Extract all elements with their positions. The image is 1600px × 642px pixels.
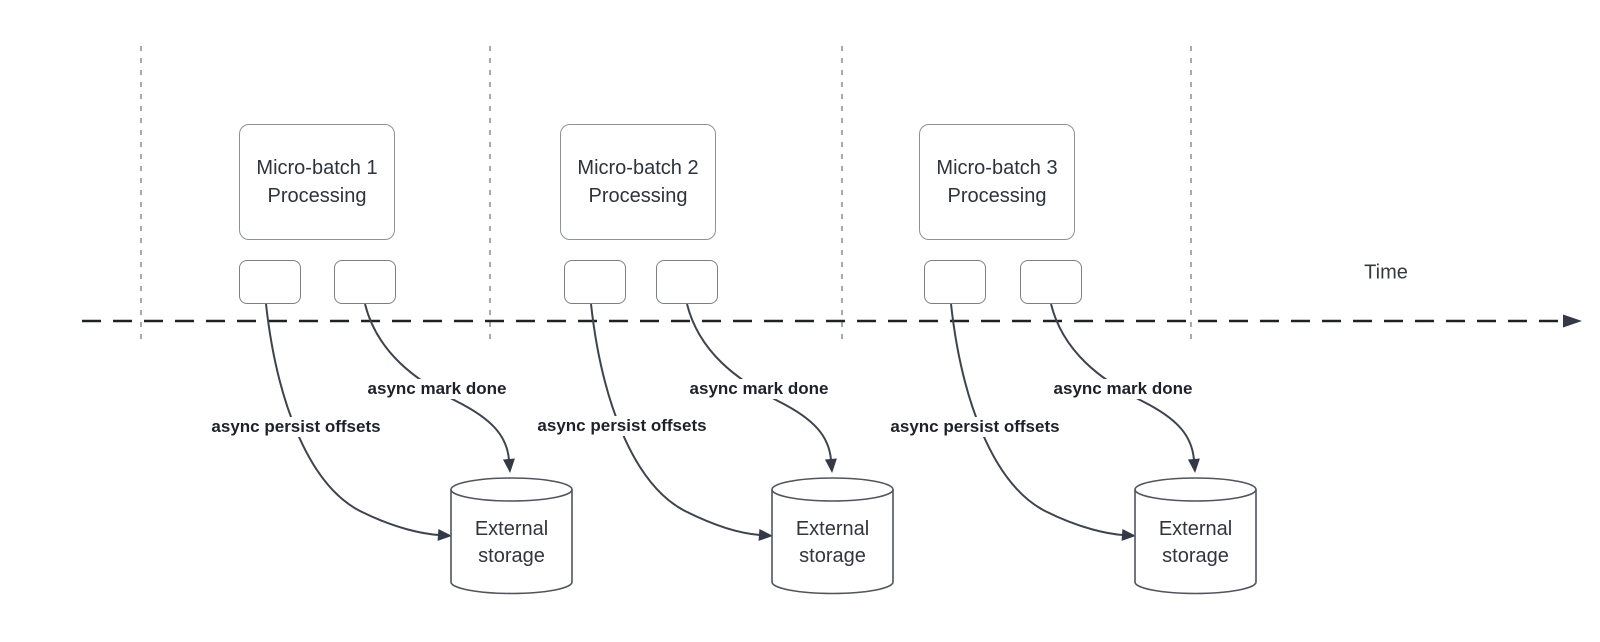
- cylinder-2-top: [771, 477, 894, 502]
- external-storage-label-1: External storage: [452, 516, 572, 570]
- external-storage-label-1-line1: External: [474, 518, 549, 540]
- micro-batch-2-box: Micro-batch 2 Processing: [560, 124, 716, 240]
- batch-3-done-task-box: [1020, 260, 1082, 304]
- persist-offsets-arrow-2: [590, 303, 773, 541]
- micro-batch-3-label-line1: Micro-batch 3: [936, 157, 1058, 179]
- external-storage-label-1-line2: storage: [478, 545, 545, 567]
- mark-done-arrow-2: [686, 303, 837, 473]
- batch-1-done-task-box: [334, 260, 396, 304]
- batch-1-persist-task-box: [239, 260, 301, 304]
- external-storage-cylinder-2: [771, 477, 894, 595]
- external-storage-label-2-line2: storage: [799, 545, 866, 567]
- persist-offsets-arrow-3: [950, 303, 1136, 541]
- micro-batch-3-label-line2: Processing: [947, 185, 1047, 207]
- cylinder-3-body: [1134, 489, 1257, 595]
- cylinder-2-body: [771, 489, 894, 595]
- time-axis-label: Time: [1364, 261, 1408, 284]
- external-storage-label-3-line2: storage: [1162, 545, 1229, 567]
- micro-batch-1-label-line2: Processing: [267, 185, 367, 207]
- time-axis-arrowhead-icon: [1563, 314, 1582, 328]
- external-storage-cylinder-1: [450, 477, 573, 595]
- persist-offsets-label-3: async persist offsets: [888, 417, 1062, 437]
- micro-batch-2-label-line2: Processing: [588, 185, 688, 207]
- micro-batch-3-box: Micro-batch 3 Processing: [919, 124, 1075, 240]
- mark-done-arrow-1: [364, 303, 515, 473]
- batch-2-persist-task-box: [564, 260, 626, 304]
- micro-batch-1-box: Micro-batch 1 Processing: [239, 124, 395, 240]
- persist-offsets-label-2: async persist offsets: [535, 416, 709, 436]
- persist-offsets-label-1: async persist offsets: [209, 417, 383, 437]
- mark-done-label-1: async mark done: [365, 379, 509, 399]
- mark-done-label-2: async mark done: [687, 379, 831, 399]
- external-storage-cylinder-3: [1134, 477, 1257, 595]
- cylinder-1-body: [450, 489, 573, 595]
- mark-done-arrow-3: [1050, 303, 1200, 473]
- micro-batch-2-label-line1: Micro-batch 2: [577, 157, 699, 179]
- micro-batch-1-label-line1: Micro-batch 1: [256, 157, 378, 179]
- batch-3-persist-task-box: [924, 260, 986, 304]
- cylinder-1-top: [450, 477, 573, 502]
- mark-done-label-3: async mark done: [1051, 379, 1195, 399]
- external-storage-label-3: External storage: [1136, 516, 1256, 570]
- persist-offsets-arrow-1: [265, 303, 452, 541]
- batch-2-done-task-box: [656, 260, 718, 304]
- cylinder-3-top: [1134, 477, 1257, 502]
- external-storage-label-3-line1: External: [1158, 518, 1233, 540]
- external-storage-label-2-line1: External: [795, 518, 870, 540]
- external-storage-label-2: External storage: [773, 516, 893, 570]
